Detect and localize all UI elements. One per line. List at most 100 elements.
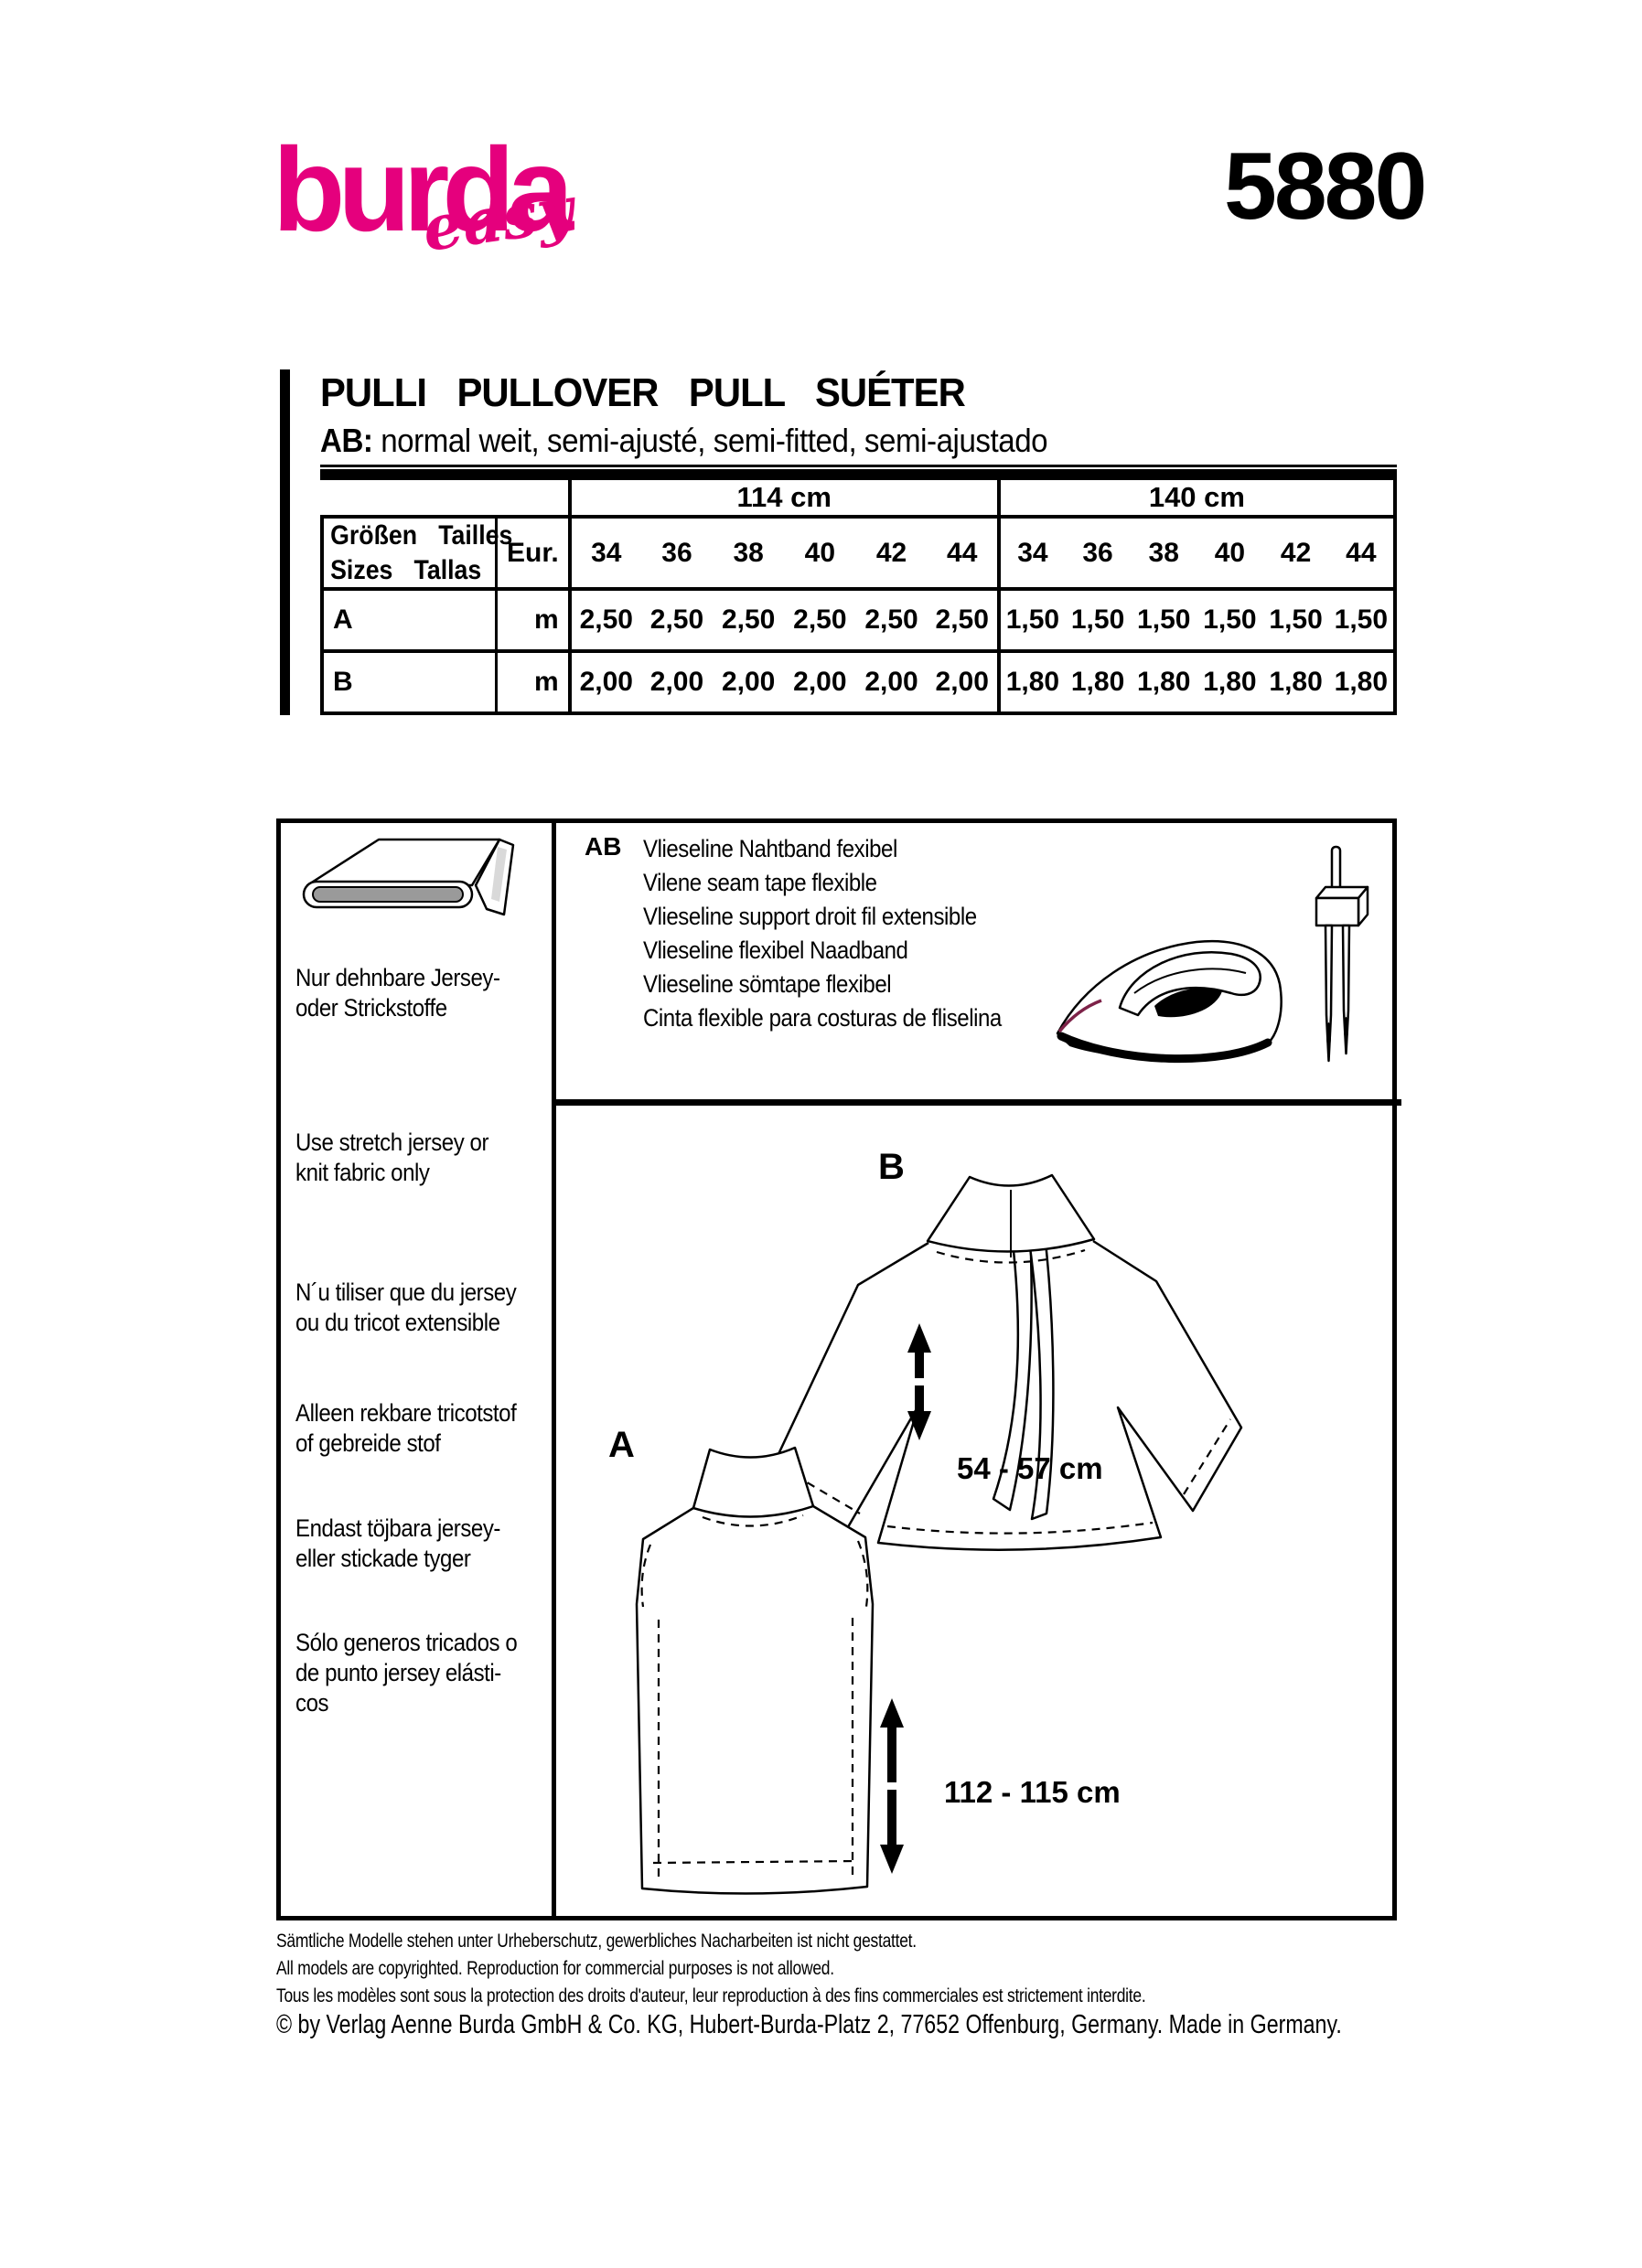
iron-icon: [1056, 939, 1282, 1064]
size-col: 44: [927, 517, 999, 591]
size-col: 34: [567, 517, 641, 591]
size-col: 40: [784, 517, 856, 591]
materials-line: Vlieseline flexibel Naadband: [643, 936, 908, 964]
garment-a-collar: [692, 1446, 815, 1518]
advice-line: of gebreide stof: [295, 1429, 441, 1457]
burda-logo: burda: [273, 123, 574, 256]
size-col: 36: [1064, 517, 1132, 591]
advice-line: Endast töjbara jersey-: [295, 1514, 500, 1542]
advice-line: eller stickade tyger: [295, 1545, 471, 1572]
yardage-cell: 1,50: [1262, 589, 1329, 653]
sizes-label-de: Größen: [330, 520, 418, 551]
fabric-advice-en: Use stretch jersey or knit fabric only: [295, 1128, 570, 1188]
materials-line: Vlieseline support droit fil extensible: [643, 903, 977, 930]
yardage-cell: 2,00: [713, 651, 785, 715]
garment-b-tie: [992, 1225, 1033, 1512]
yardage-cell: 2,50: [855, 589, 928, 653]
fabric-advice-sv: Endast töjbara jersey-eller stickade tyg…: [295, 1514, 570, 1574]
yardage-cell: 2,50: [713, 589, 785, 653]
yardage-cell: 1,50: [1328, 589, 1398, 653]
info-panel: Nur dehnbare Jersey-oder Strickstoffe Us…: [276, 818, 1401, 1920]
sizes-label-es: Tallas: [413, 554, 482, 585]
pattern-number: 5880: [1224, 134, 1427, 240]
materials-line: Cinta flexible para costuras de fliselin…: [643, 1004, 1002, 1032]
yardage-cell: 2,00: [567, 651, 641, 715]
fit-description: AB: normal weit, semi-ajusté, semi-fitte…: [320, 423, 1311, 459]
copyright-note-fr: Tous les modèles sont sous la protection…: [276, 1985, 1146, 2006]
unit-cell: m: [494, 589, 570, 653]
panel-divider-horizontal: [552, 1099, 1401, 1106]
sizes-label-cell: Größen Tailles Sizes Tallas: [319, 517, 512, 591]
size-col: 42: [1262, 517, 1329, 591]
garment-b-drawing: [763, 1173, 1243, 1551]
yardage-cell: 2,00: [784, 651, 856, 715]
measure-arrow-a: [880, 1698, 904, 1874]
unit-cell: m: [494, 651, 570, 715]
garment-a-drawing: [635, 1446, 875, 1895]
title-accent-bar: [280, 369, 290, 715]
length-b-value: 54 - 57 cm: [957, 1451, 1103, 1485]
copyright-note-en: All models are copyrighted. Reproduction…: [276, 1958, 834, 1979]
sizes-label-fr: Tailles: [438, 520, 513, 551]
table-top-bar: [320, 469, 1397, 480]
yardage-cell: 2,50: [927, 589, 999, 653]
advice-line: cos: [295, 1689, 329, 1717]
size-col: 42: [855, 517, 928, 591]
yardage-cell: 1,80: [1262, 651, 1329, 715]
yardage-cell: 2,00: [640, 651, 714, 715]
fabric-advice-de: Nur dehnbare Jersey-oder Strickstoffe: [295, 963, 570, 1023]
advice-line: knit fabric only: [295, 1159, 430, 1186]
twin-needle-icon: [1315, 845, 1369, 1063]
size-col: 38: [713, 517, 785, 591]
size-col: 44: [1328, 517, 1398, 591]
view-b-label: B: [878, 1147, 905, 1187]
fabric-width-header-140: 140 cm: [996, 480, 1398, 519]
fabric-advice-es: Sólo generos tricados o de punto jersey e…: [295, 1628, 570, 1718]
yardage-cell: 1,80: [1328, 651, 1398, 715]
size-col: 40: [1197, 517, 1263, 591]
publisher-copyright: © by Verlag Aenne Burda GmbH & Co. KG, H…: [276, 2010, 1342, 2039]
table-corner-cell: [322, 480, 570, 519]
copyright-note-de: Sämtliche Modelle stehen unter Urhebersc…: [276, 1931, 917, 1952]
view-a-label: A: [608, 1425, 635, 1465]
size-col: 34: [996, 517, 1065, 591]
technical-drawings: A B 54 - 57 cm 112 - 115 cm: [608, 1147, 1243, 1895]
yardage-cell: 1,80: [1064, 651, 1132, 715]
yardage-cell: 1,50: [1064, 589, 1132, 653]
fabric-width-header-114: 114 cm: [567, 480, 999, 519]
advice-line: Use stretch jersey or: [295, 1129, 488, 1156]
yardage-cell: 2,00: [855, 651, 928, 715]
eur-header: Eur.: [494, 517, 570, 591]
view-b-row-label: B: [319, 651, 497, 715]
yardage-cell: 2,50: [567, 589, 641, 653]
yardage-cell: 1,80: [996, 651, 1065, 715]
measure-arrow-b: [907, 1323, 931, 1440]
advice-line: Sólo generos tricados o: [295, 1629, 518, 1656]
header-block: PULLI PULLOVER PULL SUÉTER AB: normal we…: [320, 370, 1397, 467]
advice-line: N´u tiliser que du jersey: [295, 1278, 517, 1306]
view-a-row-label: A: [319, 589, 497, 653]
burda-easy-script: easy: [418, 172, 578, 267]
advice-line: ou du tricot extensible: [295, 1309, 500, 1336]
sizes-label-en: Sizes: [330, 554, 393, 585]
yardage-cell: 2,00: [927, 651, 999, 715]
yardage-cell: 1,50: [1197, 589, 1263, 653]
advice-line: Alleen rekbare tricotstof: [295, 1399, 517, 1427]
materials-views-label: AB: [585, 832, 622, 861]
page-title: PULLI PULLOVER PULL SUÉTER: [320, 370, 966, 415]
advice-line: oder Strickstoffe: [295, 994, 447, 1022]
advice-line: de punto jersey elásti-: [295, 1659, 501, 1686]
panel-divider-vertical: [552, 823, 556, 1916]
materials-line: Vilene seam tape flexible: [643, 869, 877, 896]
materials-line: Vlieseline sömtape flexibel: [643, 970, 892, 998]
fit-views-label: AB:: [320, 422, 373, 460]
size-col: 38: [1131, 517, 1197, 591]
yardage-cell: 2,50: [640, 589, 714, 653]
fit-description-text: normal weit, semi-ajusté, semi-fitted, s…: [372, 422, 1048, 460]
yardage-cell: 1,80: [1131, 651, 1197, 715]
length-a-value: 112 - 115 cm: [944, 1775, 1121, 1809]
